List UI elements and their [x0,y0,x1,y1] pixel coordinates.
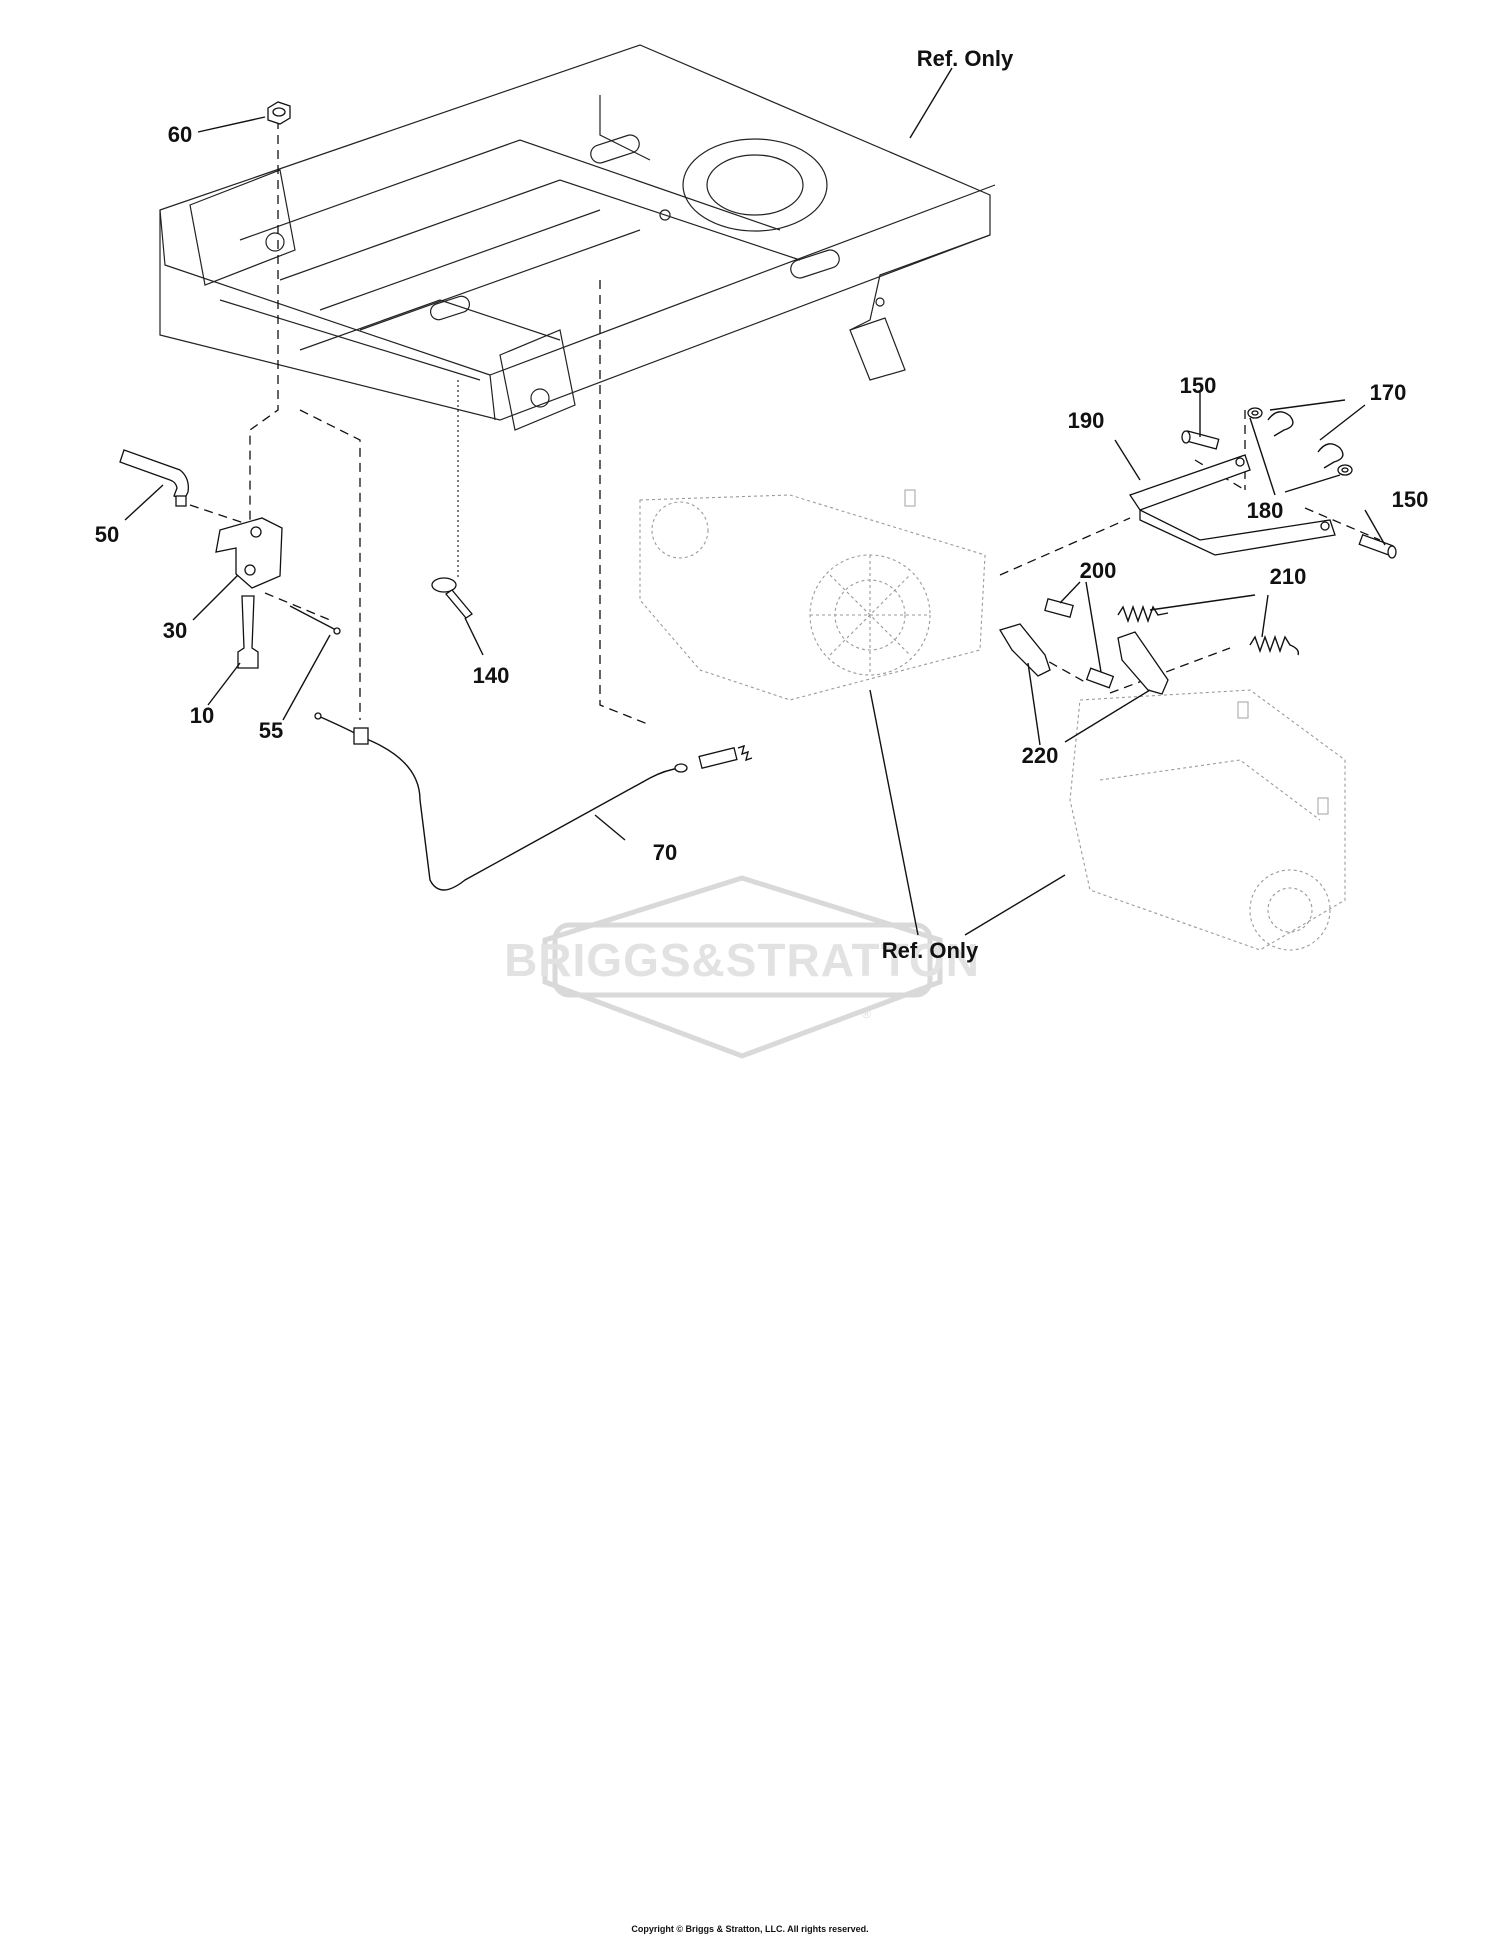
registered-mark: ® [862,1007,871,1021]
leader-lines [124,67,1386,936]
handle-part [119,449,189,507]
transaxle-reference [639,489,1346,951]
tractor-frame-reference [159,44,996,431]
spring-bar-part [1128,454,1336,556]
clevis-pin-lower-part [1358,533,1397,559]
callout-170: 170 [1370,380,1407,405]
watermark-text: BRIGGS&STRATTON [504,934,980,986]
callout-30: 30 [163,618,187,643]
bracket-part [215,517,283,589]
callout-60: 60 [168,122,192,147]
copyright-notice: Copyright © Briggs & Stratton, LLC. All … [631,1924,869,1934]
flange-nut-part [267,101,291,125]
callout-150-lower: 150 [1392,487,1429,512]
hair-pin-clip-parts [1267,411,1344,469]
ref-only-frame-label: Ref. Only [917,46,1014,71]
washer-parts [1247,407,1353,476]
shoulder-bolt-small-part [1044,598,1115,689]
clevis-pin-upper-part [1181,430,1220,450]
callout-150-upper: 150 [1180,373,1217,398]
extension-spring-parts [1117,604,1300,656]
callout-55: 55 [259,718,283,743]
callout-210: 210 [1270,564,1307,589]
callout-labels: 60 50 30 10 55 140 70 150 190 170 180 15… [95,46,1429,963]
callout-50: 50 [95,522,119,547]
control-cable-part [314,712,753,891]
callout-180: 180 [1247,498,1284,523]
callout-200: 200 [1080,558,1117,583]
pivot-bracket-parts [999,623,1169,695]
callout-70: 70 [653,840,677,865]
shoulder-bolt-part [237,595,259,669]
briggs-stratton-watermark-logo: BRIGGS&STRATTON ® [504,875,980,1059]
callout-220: 220 [1022,743,1059,768]
cable-tie-part [431,577,473,619]
ref-only-transaxle-label: Ref. Only [882,938,979,963]
callout-140: 140 [473,663,510,688]
callout-10: 10 [190,703,214,728]
assembly-lines [189,120,1381,726]
callout-190: 190 [1068,408,1105,433]
cotter-pin-part [289,605,341,635]
